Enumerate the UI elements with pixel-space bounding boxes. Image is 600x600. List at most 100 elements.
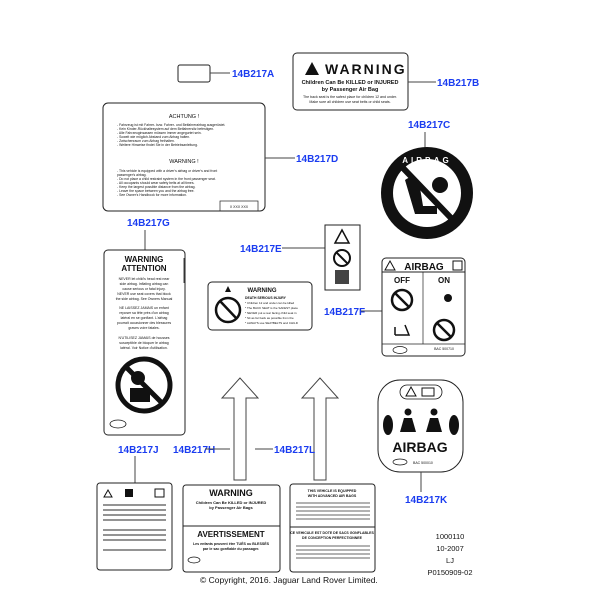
- ref-number: 1000110: [436, 532, 465, 541]
- land-rover-logo: [109, 419, 127, 429]
- label-d-line: - Do not place a child restraint system …: [117, 177, 216, 181]
- label-d-line: - Alle Fahrzeuginsassen müssen immer ang…: [117, 131, 202, 135]
- label-d-german: - Fahrzeug ist mit Fahrer- bzw. Fahrer- …: [117, 123, 225, 147]
- label-g-line: latéral en se gonflant. L'airbag: [121, 316, 168, 320]
- label-h-line1: Children Can Be KILLED or INJURED: [196, 500, 267, 505]
- occupant-icon: [430, 408, 438, 416]
- label-d-line: - Soweit wie möglich Abstand zum Airbag …: [117, 135, 190, 139]
- arrow-l: [300, 377, 340, 481]
- callout-k[interactable]: 14B217K: [405, 495, 448, 506]
- label-g-line: NEVER use seat covers that block: [117, 292, 171, 296]
- label-d-line: - See Owner's Handbook for more informat…: [117, 193, 187, 197]
- label-l-line1: THIS VEHICLE IS EQUIPPED: [308, 489, 357, 493]
- label-d-heading2: WARNING !: [169, 159, 199, 165]
- callout-d[interactable]: 14B217D: [296, 154, 338, 165]
- label-h-heading: WARNING: [209, 488, 253, 498]
- callout-g[interactable]: 14B217G: [127, 218, 170, 229]
- ref-date: 10-2007: [436, 544, 464, 553]
- label-h-fr2: par le sac gonflable du passager.: [203, 547, 260, 551]
- label-g-line: N'UTILISEZ JAMAIS de housses: [118, 336, 169, 340]
- label-g-line: cause serious or fatal injury.: [122, 287, 165, 291]
- label-h: WARNING Children Can Be KILLED or INJURE…: [182, 484, 281, 573]
- label-g-heading1: WARNING: [125, 255, 164, 264]
- airbag-offon-code: BAC 500710: [434, 347, 454, 351]
- land-rover-logo: [392, 458, 408, 466]
- label-k-text: AIRBAG: [392, 439, 447, 455]
- callout-j[interactable]: 14B217J: [118, 445, 159, 456]
- label-f-line: * ALWAYS use SEATBELTS and CHILD: [245, 321, 299, 325]
- label-g-line: side airbag. Inflating airbag can: [120, 282, 169, 286]
- label-l: THIS VEHICLE IS EQUIPPED WITH ADVANCED A…: [289, 483, 376, 573]
- label-g-line: pourrait occasionner des blessures: [117, 321, 172, 325]
- label-l-fr1: CE VEHICULE EST DOTE DE SACS GONFLABLES: [290, 531, 374, 535]
- label-d-heading1: ACHTUNG !: [169, 114, 200, 120]
- warning-triangle-icon: [333, 228, 351, 244]
- arrow-h: [220, 377, 260, 481]
- label-k-code: BAC 500010: [413, 461, 433, 465]
- occupant-icon: [404, 408, 412, 416]
- land-rover-logo: [392, 346, 408, 354]
- label-d-line: - Fahrzeug ist mit Fahrer- bzw. Fahrer- …: [117, 123, 225, 127]
- seat-icon: [405, 177, 437, 214]
- child-seat-icon: [394, 324, 411, 336]
- label-f-heading: WARNING: [248, 288, 277, 294]
- manual-icon: [335, 270, 349, 284]
- warning-triangle-icon: [305, 62, 319, 75]
- label-l-line2: WITH ADVANCED AIR BAGS: [308, 494, 357, 498]
- no-child-seat-icon: [125, 489, 133, 497]
- label-k: AIRBAG BAC 500010 14B217K: [377, 379, 464, 506]
- label-d-line: - Kein Kinder-Rückhaltesystem auf dem Be…: [117, 127, 214, 131]
- off-label: OFF: [394, 276, 410, 285]
- label-j: [96, 482, 173, 571]
- label-g-heading2: ATTENTION: [121, 264, 166, 273]
- ref-illustration: P0150909-02: [427, 568, 472, 577]
- label-c: 14B217C AIRBAG: [381, 120, 473, 239]
- label-f-line: * Sit as far back as possible from the: [245, 316, 294, 320]
- on-label: ON: [438, 276, 450, 285]
- callout-l[interactable]: 14B217L: [274, 445, 315, 456]
- callout-e[interactable]: 14B217E: [240, 244, 282, 255]
- label-f: WARNING DEATH SERIOUS INJURY * Children …: [207, 281, 382, 331]
- label-d-line: - Keep the largest possible distance fro…: [117, 185, 195, 189]
- label-f-line: * NEVER put a rear facing child seat in: [245, 311, 297, 315]
- label-g-line: NEVER let child's head rest near: [119, 277, 171, 281]
- label-f-line: * Children 12 and under can be killed: [245, 301, 295, 305]
- label-a: 14B217A: [177, 64, 274, 83]
- airbag-icon: [432, 177, 448, 193]
- label-g-line: NE LAISSEZ JAMAIS un enfant: [119, 306, 168, 310]
- label-h-line2: by Passenger Air Bags: [209, 505, 253, 510]
- manual-icon: [421, 387, 435, 397]
- label-g: 14B217G WARNING ATTENTION NEVER let chil…: [103, 218, 186, 436]
- label-l-fr2: DE CONCEPTION PERFECTIONNEE: [302, 536, 363, 540]
- callout-b[interactable]: 14B217B: [437, 78, 479, 89]
- land-rover-logo: [187, 556, 201, 564]
- label-g-line: susceptible de bloquer le airbag: [119, 341, 168, 345]
- copyright: © Copyright, 2016. Jaguar Land Rover Lim…: [200, 575, 378, 585]
- callout-f[interactable]: 14B217F: [324, 307, 365, 318]
- warning-triangle-icon: [405, 385, 417, 397]
- label-g-line: latéral. Voir Notice d'utilisation.: [120, 346, 168, 350]
- label-b-line2: by Passenger Air Bag: [322, 87, 379, 93]
- no-child-seat-icon: [333, 249, 351, 267]
- label-d-line: - Leave the space between you and the ai…: [117, 189, 195, 193]
- warning-triangle-icon: [103, 488, 113, 498]
- label-b-line1: Children Can Be KILLED or INJURED: [302, 80, 399, 86]
- label-b-small1: The back seat is the safest place for ch…: [303, 95, 397, 99]
- airbag-icon: [383, 415, 393, 435]
- callout-h[interactable]: 14B217H: [173, 445, 215, 456]
- callout-c[interactable]: 14B217C: [408, 120, 450, 131]
- label-d-code: X XXX XXX: [230, 205, 249, 209]
- label-b-heading: WARNING: [325, 61, 407, 77]
- label-d-line: - Zwischenraum zum Airbag freihalten.: [117, 139, 175, 143]
- label-g-line: the side airbag. See Owners Manual: [116, 297, 173, 301]
- manual-icon: [452, 260, 463, 271]
- label-d: ACHTUNG ! - Fahrzeug ist mit Fahrer- bzw…: [102, 102, 338, 212]
- callout-a[interactable]: 14B217A: [232, 69, 274, 80]
- label-d-line: - This vehicle is equipped with a driver…: [117, 169, 217, 173]
- label-f-line: * The BACK SEAT is the SAFEST place: [245, 306, 298, 310]
- label-f-sub: DEATH SERIOUS INJURY: [245, 296, 287, 300]
- label-e: 14B217E: [183, 224, 361, 291]
- airbag-title: AIRBAG: [404, 262, 444, 273]
